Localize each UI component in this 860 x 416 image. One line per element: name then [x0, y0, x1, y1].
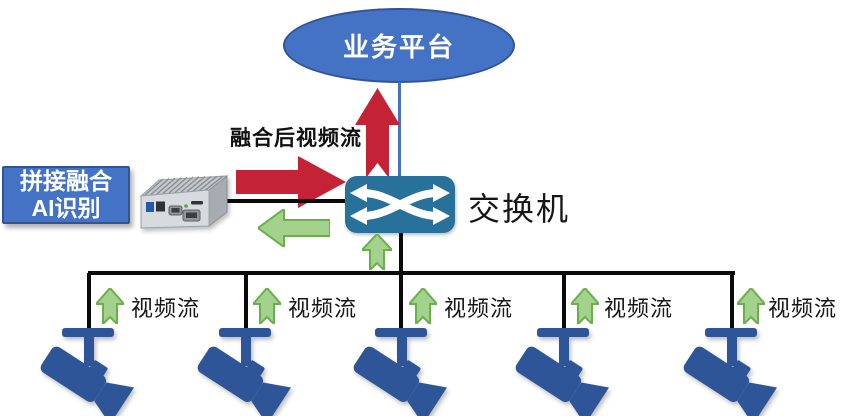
fused-stream-right-arrow-icon: [236, 156, 346, 208]
ai-device-label-line2: AI识别: [31, 195, 101, 221]
vga-port-2: [186, 212, 197, 218]
switch-icon: [345, 176, 455, 233]
video-stream-label-1: 视频流: [131, 296, 201, 321]
video-stream-arrow-5: [737, 288, 765, 324]
camera-drop-line-4: [562, 273, 566, 335]
switch-downlink-line: [399, 233, 403, 336]
usb-ports: [156, 201, 165, 212]
camera-icon-5: [683, 328, 778, 416]
switch-crossed-arrows-icon: [350, 184, 450, 225]
return-stream-left-arrow-icon: [258, 209, 330, 247]
video-stream-arrow-1: [96, 288, 124, 324]
vent-slot: [191, 201, 203, 205]
camera-drop-line-1: [87, 273, 91, 335]
video-stream-label-4: 视频流: [604, 296, 674, 321]
fused-stream-up-arrow-icon: [355, 88, 400, 178]
platform-uplink-line: [398, 82, 401, 177]
fused-flow-label: 融合后视频流: [230, 127, 362, 150]
video-stream-arrow-2: [253, 288, 281, 324]
camera-drop-line-2: [244, 273, 248, 335]
edge-ai-device-image: [139, 174, 229, 229]
business-platform-label: 业务平台: [342, 32, 455, 62]
video-stream-arrow-4: [571, 288, 599, 324]
heatsink-fins: [144, 175, 224, 196]
video-stream-label-3: 视频流: [444, 296, 514, 321]
device-switch-link-line: [226, 199, 348, 203]
switch-label: 交换机: [468, 191, 571, 227]
usb3-ports: [146, 202, 154, 212]
camera-drop-line-5: [730, 273, 734, 335]
power-led: [184, 204, 188, 208]
ai-device-label-box: 拼接融合 AI识别: [2, 166, 130, 224]
camera-icon-3: [353, 328, 448, 416]
video-stream-label-2: 视频流: [288, 296, 358, 321]
camera-bus-line: [88, 271, 735, 275]
camera-icon-4: [515, 328, 610, 416]
video-stream-label-5: 视频流: [768, 296, 838, 321]
business-platform-node: 业务平台: [283, 8, 515, 83]
video-stream-arrow-3: [409, 288, 437, 324]
vga-port-1: [171, 208, 180, 213]
camera-icon-1: [40, 328, 135, 416]
ai-device-label-line1: 拼接融合: [20, 168, 112, 194]
camera-icon-2: [197, 328, 292, 416]
uplink-green-arrow-icon: [362, 234, 392, 270]
